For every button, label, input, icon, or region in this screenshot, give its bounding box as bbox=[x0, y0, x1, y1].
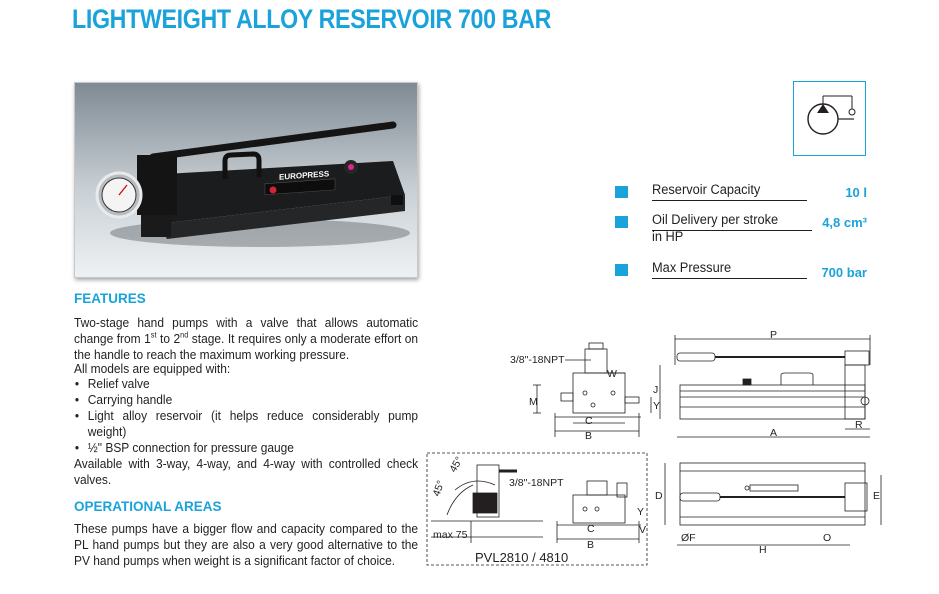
features-outro: Available with 3-way, 4-way, and 4-way w… bbox=[74, 456, 419, 487]
dim-label-c: C bbox=[585, 415, 593, 427]
list-item: Relief valve bbox=[74, 376, 418, 392]
spec-label: Max Pressure bbox=[652, 260, 732, 275]
dim-label-p: P bbox=[770, 329, 777, 341]
spec-value: 4,8 cm³ bbox=[822, 215, 867, 230]
dim-label-e: E bbox=[873, 490, 880, 502]
bullet-icon bbox=[615, 264, 628, 276]
features-models-line: All models are equipped with: bbox=[74, 361, 231, 376]
dim-label-f: ØF bbox=[681, 532, 696, 544]
operational-heading: OPERATIONAL AREAS bbox=[74, 499, 222, 514]
spec-divider bbox=[652, 278, 807, 279]
features-heading: FEATURES bbox=[74, 291, 146, 306]
bullet-icon bbox=[615, 186, 628, 198]
features-intro: Two-stage hand pumps with a valve that a… bbox=[74, 315, 419, 362]
spec-label: Oil Delivery per stroke bbox=[652, 212, 779, 227]
model-label: PVL2810 / 4810 bbox=[475, 550, 568, 565]
bullet-icon bbox=[615, 216, 628, 228]
dim-label-h: H bbox=[759, 544, 767, 556]
dim-label-j: J bbox=[653, 384, 658, 396]
spec-label-line2: in HP bbox=[652, 229, 684, 244]
max-label: max 75 bbox=[433, 529, 468, 541]
operational-text: These pumps have a bigger flow and capac… bbox=[74, 521, 419, 568]
brand-label: EUROPRESS bbox=[279, 169, 330, 182]
dim-label-r: R bbox=[855, 419, 863, 431]
dim-label-a: A bbox=[770, 427, 777, 439]
front-view-top: 3/8"-18NPT W M Y C B bbox=[510, 342, 660, 442]
dim-label-y2: Y bbox=[637, 506, 644, 518]
dim-label-w: W bbox=[607, 368, 617, 380]
head-detail-view: 45° 45° max 75 PVL2810 / 4810 3/8"-18NPT… bbox=[426, 452, 648, 566]
spec-divider bbox=[652, 200, 807, 201]
dim-label-y: Y bbox=[653, 400, 660, 412]
pump-illustration: EUROPRESS bbox=[95, 121, 410, 247]
npt-label-top: 3/8"-18NPT bbox=[510, 354, 565, 366]
npt-label-bottom: 3/8"-18NPT bbox=[509, 477, 564, 489]
spec-value: 10 l bbox=[845, 185, 867, 200]
technical-drawing: 3/8"-18NPT W M Y C B P J R A bbox=[426, 329, 882, 566]
list-item: ½" BSP connection for pressure gauge bbox=[74, 440, 418, 456]
plan-view: D E ØF H O bbox=[655, 462, 882, 556]
dim-label-m: M bbox=[529, 396, 538, 408]
angle-label-a: 45° bbox=[447, 455, 465, 475]
dim-label-b2: B bbox=[587, 539, 594, 551]
dim-label-o: O bbox=[823, 532, 831, 544]
dim-label-b: B bbox=[585, 430, 592, 442]
angle-label-b: 45° bbox=[431, 479, 448, 498]
list-item: Light alloy reservoir (it helps reduce c… bbox=[74, 408, 418, 440]
product-photo: EUROPRESS bbox=[74, 82, 418, 278]
side-view: P J R A bbox=[653, 329, 871, 439]
hydraulic-symbol bbox=[793, 81, 866, 156]
spec-label: Reservoir Capacity bbox=[652, 182, 761, 197]
dim-label-v: V bbox=[639, 524, 646, 536]
dim-label-d: D bbox=[655, 490, 663, 502]
list-item: Carrying handle bbox=[74, 392, 418, 408]
features-list: Relief valve Carrying handle Light alloy… bbox=[74, 376, 418, 456]
spec-value: 700 bar bbox=[821, 265, 867, 280]
spec-divider bbox=[652, 230, 812, 231]
pump-symbol-icon bbox=[807, 95, 856, 135]
page-title: LIGHTWEIGHT ALLOY RESERVOIR 700 BAR bbox=[72, 4, 552, 34]
dim-label-c2: C bbox=[587, 523, 595, 535]
